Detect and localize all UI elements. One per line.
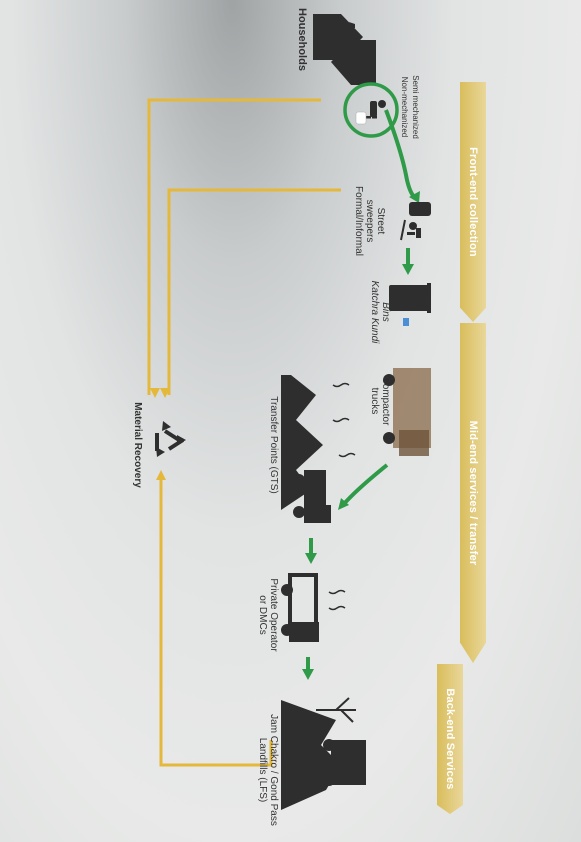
bag-icon [355, 111, 367, 125]
green-arrow-household-sweeper [384, 109, 417, 200]
label-landfill: Jam Chakro / Gond Pass Landfills (LFS) [257, 714, 279, 826]
yellow-line-households [147, 98, 321, 395]
material-recovery-lines [147, 98, 341, 767]
green-arrowhead-4 [305, 553, 317, 564]
recycle-icon [155, 421, 186, 457]
label-semi-mechanized: Semi mechanized Non-mechanized [400, 75, 420, 139]
bin-tag-icon [403, 318, 409, 326]
green-arrowhead-3 [338, 498, 349, 510]
label-private-operator: Private Operator or DMCs [257, 578, 279, 652]
yellow-arrowhead-1 [150, 388, 160, 398]
label-households: Households [296, 8, 308, 71]
person-icon [366, 100, 386, 119]
label-compactor: Compactor trucks [369, 376, 391, 426]
green-arrow-truck-transfer [341, 463, 389, 507]
yellow-arrowhead-3 [156, 470, 166, 480]
yellow-line-sweepers [167, 188, 341, 395]
landfill-icon [281, 700, 366, 810]
label-material-recovery: Material Recovery [132, 402, 143, 488]
yellow-arrowhead-2 [160, 388, 170, 398]
dump-truck-icon [293, 470, 331, 523]
bin-icon [389, 283, 431, 313]
house-icon [313, 14, 376, 85]
household-circle [343, 82, 399, 138]
operator-smell-icon [328, 589, 346, 611]
operator-truck-icon [281, 573, 319, 642]
label-transfer-points: Transfer Points (GTS) [268, 396, 279, 494]
yellow-line-landfill [159, 475, 273, 767]
label-bins: Bins Katchra Kundi [369, 280, 391, 344]
green-arrowhead-2 [402, 264, 414, 275]
tree-icon [316, 697, 356, 723]
smell-lines-icon [332, 382, 356, 458]
dump-site-icon [281, 375, 323, 510]
green-arrowhead-5 [302, 669, 314, 680]
green-arrowhead-1 [409, 191, 420, 203]
truck-icon [383, 368, 431, 456]
label-street-sweepers: Street sweepers Formal/Informal [353, 185, 386, 256]
sweeper-icon [400, 202, 431, 241]
